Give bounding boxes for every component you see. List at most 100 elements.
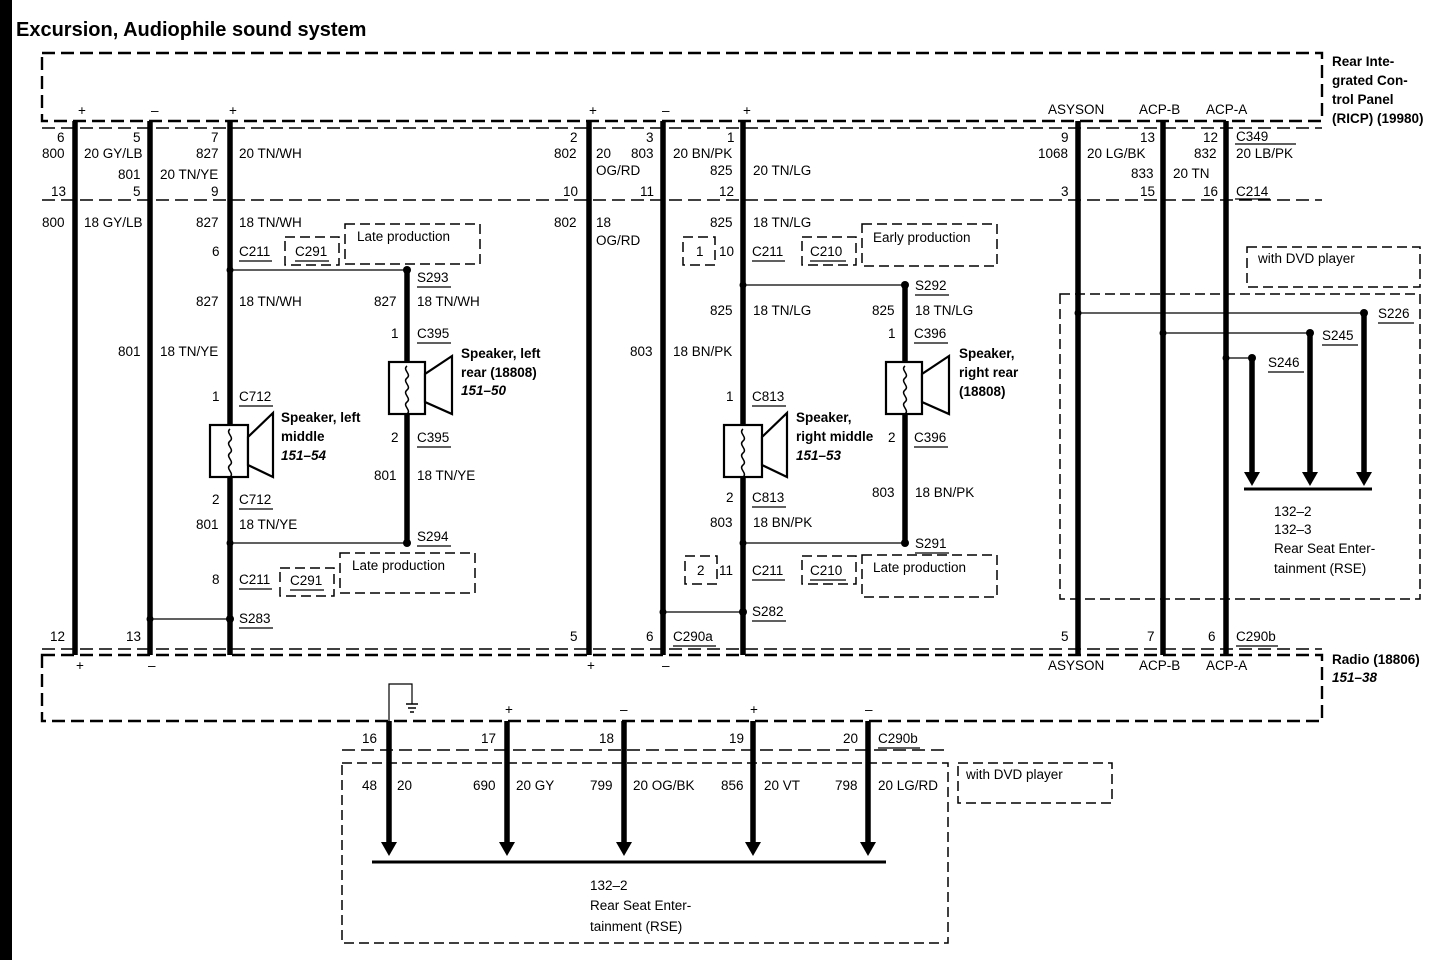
circuit-856: 856 — [721, 778, 744, 793]
wire-tnye18-b: 18 TN/YE — [417, 468, 475, 483]
wire-ogrd-b: OG/RD — [596, 233, 641, 248]
c211-pin-11: 11 — [719, 563, 733, 578]
circuit-48: 48 — [362, 778, 377, 793]
wire-tnlg20: 20 TN/LG — [753, 163, 811, 178]
ricp-asyson: ASYSON — [1048, 102, 1104, 117]
radio-ref: 151–38 — [1332, 670, 1378, 685]
c813-top: C813 — [752, 389, 784, 404]
late-prod-lower-box — [339, 552, 476, 594]
diagram-title: Excursion, Audiophile sound system — [16, 19, 366, 41]
radio-minus-2: – — [662, 658, 670, 673]
s226-label: S226 — [1378, 306, 1410, 321]
circuit-803-a: 803 — [631, 146, 654, 161]
circuit-827-d: 827 — [374, 294, 397, 309]
rse-bottom-ref: 132–2 — [590, 878, 628, 893]
pin-bot-6b: 6 — [1208, 629, 1216, 644]
late-prod-upper: Late production — [357, 229, 450, 244]
c349-label: C349 — [1236, 129, 1268, 144]
speaker-lr-label-2: rear (18808) — [461, 365, 537, 380]
wire-bnpk18-a: 18 BN/PK — [673, 344, 732, 359]
pin-top-13: 13 — [1140, 130, 1155, 145]
pin-top-6: 6 — [57, 130, 65, 145]
circuit-801-d: 801 — [196, 517, 219, 532]
late-prod-upper-box — [344, 223, 481, 265]
ricp-minus-1: – — [151, 103, 159, 118]
pin-16: 16 — [362, 731, 377, 746]
late-prod-right: Late production — [873, 560, 966, 575]
speaker-rm-ref: 151–53 — [796, 448, 842, 463]
dot-s245a — [1159, 329, 1167, 337]
dvd-note-bottom-box — [957, 762, 1113, 804]
c396-bottom: C396 — [914, 430, 946, 445]
circuit-800-b: 800 — [42, 215, 65, 230]
rse-minus-1: – — [620, 702, 628, 717]
c291-upper: C291 — [295, 244, 327, 259]
pin-c214-5: 5 — [133, 184, 141, 199]
speaker-lr-label-1: Speaker, left — [461, 346, 541, 361]
circuit-825-a: 825 — [710, 163, 733, 178]
c214-label: C214 — [1236, 184, 1269, 199]
c395-pin-1: 1 — [391, 326, 399, 341]
c211-pin-8: 8 — [212, 572, 220, 587]
pin-top-2: 2 — [570, 130, 578, 145]
late-prod-lower: Late production — [352, 558, 445, 573]
pin-19: 19 — [729, 731, 744, 746]
radio-acpa: ACP-A — [1206, 658, 1247, 673]
c211-lower-right: C211 — [752, 563, 783, 578]
rse-bottom-arrow-1 — [381, 842, 397, 856]
radio-minus-1: – — [148, 658, 156, 673]
wire-bnpk18-b: 18 BN/PK — [915, 485, 974, 500]
circuit-827-a: 827 — [196, 146, 219, 161]
wire-tnlg18-b: 18 TN/LG — [753, 303, 811, 318]
pin-c214-12: 12 — [719, 184, 734, 199]
c290b-bottom-label: C290b — [878, 731, 918, 746]
c290a-label: C290a — [673, 629, 713, 644]
pin-bot-13: 13 — [126, 629, 141, 644]
ricp-label-4: (RICP) (19980) — [1332, 111, 1424, 126]
circuit-827-b: 827 — [196, 215, 219, 230]
pin-box-2 — [684, 555, 718, 585]
c291-lower-box — [279, 567, 335, 597]
wire-tnwh18-a: 18 TN/WH — [239, 215, 302, 230]
c395-top: C395 — [417, 326, 449, 341]
dot-s282 — [739, 608, 747, 616]
pin-c214-10: 10 — [563, 184, 578, 199]
rse-right-box — [1059, 293, 1421, 600]
c210-upper: C210 — [810, 244, 842, 259]
rse-ref-2: 132–3 — [1274, 522, 1312, 537]
circuit-690: 690 — [473, 778, 496, 793]
dot-s291 — [901, 539, 909, 547]
c290b-label: C290b — [1236, 629, 1276, 644]
dot-s292 — [901, 281, 909, 289]
circuit-801-c: 801 — [374, 468, 397, 483]
ricp-minus-2: – — [662, 103, 670, 118]
dot-s246a — [1222, 354, 1230, 362]
radio-plus-2: + — [587, 658, 595, 673]
dot-s283a — [146, 615, 154, 623]
dot-s282a — [659, 608, 667, 616]
c712-pin-2: 2 — [212, 492, 220, 507]
s292-label: S292 — [915, 278, 947, 293]
speaker-rr-label-1: Speaker, — [959, 346, 1015, 361]
circuit-1068: 1068 — [1038, 146, 1068, 161]
c396-top: C396 — [914, 326, 946, 341]
wire-gylb18: 18 GY/LB — [84, 215, 143, 230]
rse-bottom-box — [341, 762, 949, 944]
wire-gylb20: 20 GY/LB — [84, 146, 143, 161]
s294-label: S294 — [417, 529, 449, 544]
circuit-799: 799 — [590, 778, 613, 793]
circuit-825-b: 825 — [710, 215, 733, 230]
c712-top: C712 — [239, 389, 271, 404]
ricp-plus-2: + — [229, 103, 237, 118]
c813-pin-1: 1 — [726, 389, 734, 404]
rse-plus-1: + — [505, 702, 513, 717]
radio-box — [40, 653, 1324, 723]
circuit-833: 833 — [1131, 166, 1154, 181]
rse-arrow-2 — [1302, 472, 1318, 486]
speaker-rr-label-3: (18808) — [959, 384, 1006, 399]
wire-tnwh18-b: 18 TN/WH — [239, 294, 302, 309]
rse-right-line2: tainment (RSE) — [1274, 561, 1366, 576]
c211-pin-10: 10 — [719, 244, 734, 259]
wire-20-og: 20 — [596, 146, 611, 161]
